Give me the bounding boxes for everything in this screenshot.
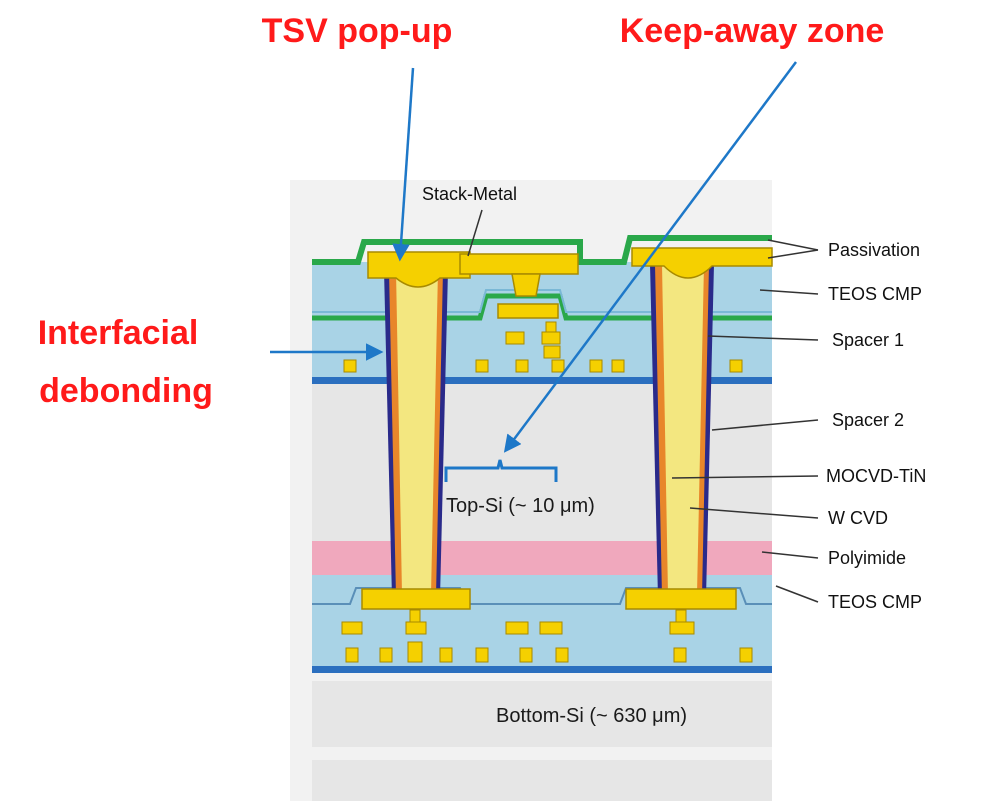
metal-feature xyxy=(675,609,687,623)
tsv-left xyxy=(361,251,471,610)
metal-feature xyxy=(541,331,561,345)
metal-feature xyxy=(673,647,687,663)
tsv-right-landing-pad xyxy=(625,588,737,610)
metal-feature xyxy=(345,647,359,663)
metal-feature xyxy=(341,621,363,635)
leader-polyimide xyxy=(761,551,819,559)
leader-wcvd xyxy=(689,507,819,519)
passivation-layer xyxy=(312,235,772,265)
leader-lines xyxy=(467,209,819,603)
metal-feature xyxy=(515,359,529,373)
metal-feature xyxy=(519,647,533,663)
bottom-si-lower xyxy=(312,760,772,801)
metal-feature xyxy=(669,621,695,635)
tsv-right xyxy=(625,247,773,610)
metal-feature xyxy=(551,359,565,373)
keep-away-arrow xyxy=(503,61,798,453)
stack-metal-via xyxy=(511,273,541,297)
metal-feature xyxy=(475,359,489,373)
bottom-blue-line xyxy=(312,666,772,673)
metal-feature xyxy=(439,647,453,663)
teos-cmp-top-label: TEOS CMP xyxy=(828,284,922,304)
bottom-si-layer xyxy=(312,681,772,747)
metal-feature xyxy=(343,359,357,373)
leader-spacer1 xyxy=(707,335,819,341)
top-metal-features xyxy=(343,321,743,373)
w-cvd-label: W CVD xyxy=(828,508,888,528)
bottom-metal-features xyxy=(341,609,753,663)
leader-teos-top xyxy=(759,289,819,295)
keep-away-zone-label: Keep-away zone xyxy=(620,12,885,50)
stack-metal-pad xyxy=(497,303,559,319)
teos-cmp-bottom-label: TEOS CMP xyxy=(828,592,922,612)
leader-mocvd xyxy=(671,475,819,479)
leader-stack-metal xyxy=(467,209,483,257)
metal-feature xyxy=(405,621,427,635)
metal-feature xyxy=(739,647,753,663)
tsv-left-landing-pad xyxy=(361,588,471,610)
spacer2-label: Spacer 2 xyxy=(832,410,904,430)
callout-arrows xyxy=(270,61,798,453)
tsv-right-fill xyxy=(662,264,704,594)
metal-feature xyxy=(555,647,569,663)
metal-feature xyxy=(729,359,743,373)
metal-feature xyxy=(379,647,393,663)
metal-feature xyxy=(409,609,421,623)
bottom-si-label: Bottom-Si (~ 630 μm) xyxy=(496,705,687,727)
stack-metal-label: Stack-Metal xyxy=(422,184,517,204)
tsv-popup-arrow xyxy=(392,67,415,262)
passivation-label: Passivation xyxy=(828,240,920,260)
spacer1-label: Spacer 1 xyxy=(832,330,904,350)
metal-feature xyxy=(505,331,525,345)
top-si-label: Top-Si (~ 10 μm) xyxy=(446,495,595,517)
polyimide-label: Polyimide xyxy=(828,548,906,568)
tsv-popup-label: TSV pop-up xyxy=(262,12,453,50)
stack-metal-bar xyxy=(459,253,579,275)
leader-teos-bottom xyxy=(775,585,819,603)
metal-feature xyxy=(407,641,423,663)
mocvd-tin-label: MOCVD-TiN xyxy=(826,466,926,486)
leader-passivation-b xyxy=(767,249,819,259)
tsv-right-cap xyxy=(631,247,773,279)
metal-feature xyxy=(475,647,489,663)
debonding-label: debonding xyxy=(39,372,213,410)
top-blue-line xyxy=(312,377,772,384)
keep-away-bracket xyxy=(444,459,558,482)
tsv-left-fill xyxy=(396,270,438,594)
bottom-teos-step xyxy=(312,587,772,605)
metal-feature xyxy=(505,621,529,635)
metal-feature xyxy=(611,359,625,373)
interfacial-label: Interfacial xyxy=(38,314,199,352)
metal-feature xyxy=(545,321,557,333)
leader-passivation-a xyxy=(767,239,819,251)
metal-feature xyxy=(543,345,561,359)
metal-feature xyxy=(539,621,563,635)
metal-feature xyxy=(589,359,603,373)
leader-spacer2 xyxy=(711,419,819,431)
